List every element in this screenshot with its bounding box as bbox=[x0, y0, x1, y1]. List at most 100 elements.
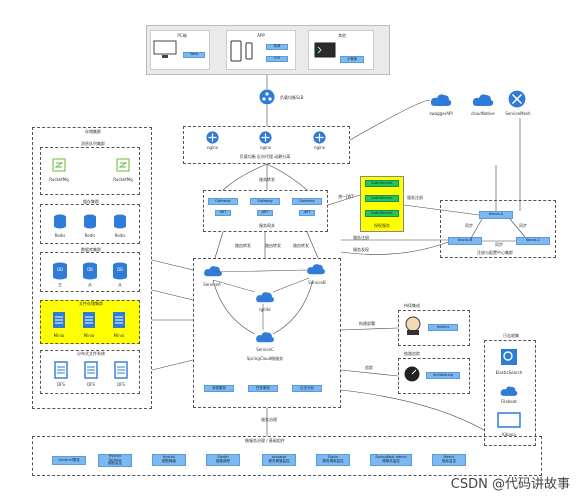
skywalking-button[interactable]: SkyWalking bbox=[426, 372, 460, 379]
external-label: ServiceMesh bbox=[505, 111, 531, 116]
edge-label: 同步 bbox=[495, 242, 503, 247]
bottom-service-button[interactable]: 消息服务 bbox=[204, 385, 234, 392]
service-links bbox=[212, 269, 314, 335]
jwt-node[interactable]: JWT bbox=[215, 210, 231, 216]
nginx-label: nginx bbox=[259, 145, 272, 150]
minio-group-title: 文件存储集群 bbox=[79, 301, 103, 306]
ci-title: 持续集成 bbox=[404, 303, 420, 308]
governance-item[interactable]: Zipkin 服务调用监控 bbox=[316, 454, 350, 466]
governance-item[interactable]: SpringBoot admin 微服务监控 bbox=[370, 454, 412, 466]
governance-bar bbox=[32, 436, 542, 476]
nginx-icon bbox=[259, 131, 272, 144]
governance-item[interactable]: Hystrix Turbine 熔断监控 bbox=[98, 454, 132, 467]
dfs-group-title: 分布式文件系统 bbox=[77, 351, 105, 356]
redis-group bbox=[40, 204, 140, 244]
watermark: CSDN @代码讲故事 bbox=[450, 477, 570, 492]
jwt-node[interactable]: JWT bbox=[257, 210, 273, 216]
microservice-caption: SpringCloud微服务 bbox=[246, 356, 284, 361]
filebeat-icon bbox=[500, 386, 518, 396]
skywalking-icon bbox=[404, 366, 420, 382]
edge-label: 路由转发 bbox=[265, 243, 281, 248]
file-icon bbox=[113, 312, 125, 328]
bottom-service-button[interactable]: 日志分析 bbox=[292, 385, 322, 392]
auth-service-node[interactable]: AuthService bbox=[365, 180, 399, 187]
edge-label: 构建部署 bbox=[359, 321, 375, 326]
other-miniprogram-button[interactable]: 小程序 bbox=[340, 56, 364, 63]
redis-label: Redis bbox=[114, 233, 126, 238]
bottom-service-button[interactable]: 任务服务 bbox=[248, 385, 278, 392]
auth-service-node[interactable]: AuthService bbox=[365, 210, 399, 217]
tracing-title: 链路追踪 bbox=[404, 351, 420, 356]
dfs-label: DFS bbox=[117, 382, 125, 387]
edge-label: 服务发现 bbox=[353, 247, 369, 252]
elk-label: Kibana bbox=[502, 432, 516, 437]
governance-item[interactable]: Sentinel限流 bbox=[52, 456, 86, 465]
tracing-box bbox=[398, 358, 470, 394]
rocketmq-icon bbox=[52, 158, 66, 172]
db-role: 从 bbox=[118, 282, 122, 287]
pc-label: PC端 bbox=[177, 33, 187, 38]
db-label: DB bbox=[57, 267, 63, 272]
cloud-native-icon bbox=[472, 94, 494, 106]
database-icon bbox=[83, 262, 97, 280]
gateway-node[interactable]: Gateway bbox=[208, 198, 238, 205]
edge-label: 服务注册 bbox=[407, 195, 423, 200]
elk-label: Filebeat bbox=[501, 399, 517, 404]
governance-item[interactable]: Hystrix 熔断降级 bbox=[152, 454, 186, 466]
elk-label: ElasticSearch bbox=[495, 370, 523, 375]
auth-service-node[interactable]: AuthService bbox=[365, 195, 399, 202]
service-label: ServiceC bbox=[256, 347, 274, 352]
app-ios-button[interactable]: iOS bbox=[266, 56, 288, 62]
nacos-node[interactable]: Nacos-B bbox=[448, 237, 482, 245]
mq-group-title: 消息队列集群 bbox=[81, 141, 105, 146]
governance-title: 微服务治理 / 基础组件 bbox=[245, 438, 285, 443]
pc-web-button[interactable]: Web bbox=[183, 52, 205, 58]
edge-label: 追踪 bbox=[365, 365, 373, 370]
terminal-icon bbox=[314, 42, 336, 58]
nacos-node[interactable]: Nacos-A bbox=[479, 211, 513, 219]
elk-title: 日志收集 bbox=[503, 333, 519, 338]
service-center-label: Ignite bbox=[259, 307, 271, 312]
database-icon bbox=[113, 262, 127, 280]
file-icon bbox=[53, 312, 65, 328]
microservice-cluster bbox=[193, 258, 341, 408]
phone-icon bbox=[245, 42, 253, 60]
redis-icon bbox=[54, 214, 66, 229]
app-android-button[interactable]: 安卓 bbox=[266, 44, 288, 50]
rocketmq-label: RocketMq bbox=[113, 177, 133, 182]
dfs-icon bbox=[84, 361, 98, 379]
gateway-node[interactable]: Gateway bbox=[250, 198, 280, 205]
slb-icon bbox=[259, 89, 275, 105]
jenkins-button[interactable]: Jenkins bbox=[428, 324, 458, 331]
elasticsearch-icon bbox=[501, 349, 517, 365]
ci-box bbox=[398, 310, 470, 346]
tablet-icon bbox=[230, 40, 242, 62]
governance-item[interactable]: Sleuth 链路追踪 bbox=[206, 454, 240, 466]
auth-caption: 授权服务 bbox=[374, 223, 390, 228]
nginx-icon bbox=[313, 131, 326, 144]
gateway-node[interactable]: Gateway bbox=[292, 198, 322, 205]
other-label: 其他 bbox=[338, 33, 346, 38]
minio-label: Minio bbox=[113, 333, 125, 338]
dfs-icon bbox=[114, 361, 128, 379]
governance-item[interactable]: actuator 服务健康监控 bbox=[262, 454, 296, 466]
edge-label: 路由转发 bbox=[293, 243, 309, 248]
jwt-node[interactable]: JWT bbox=[299, 210, 315, 216]
edge-label: 服务治理 bbox=[261, 417, 277, 422]
governance-item[interactable]: Metric 指标监控 bbox=[432, 454, 466, 466]
nginx-icon bbox=[206, 131, 219, 144]
edge-label: 路由转发 bbox=[235, 243, 251, 248]
nginx-cluster bbox=[183, 126, 350, 164]
monitor-icon bbox=[153, 40, 177, 58]
redis-icon bbox=[114, 214, 126, 229]
db-label: DB bbox=[87, 267, 93, 272]
swagger-cloud-icon bbox=[430, 94, 452, 106]
db-label: DB bbox=[117, 267, 123, 272]
nacos-node[interactable]: Nacos-C bbox=[516, 237, 550, 245]
nacos-caption: 注册与配置中心集群 bbox=[477, 250, 513, 255]
dfs-icon bbox=[54, 361, 68, 379]
storage-cluster bbox=[32, 127, 152, 409]
kibana-icon bbox=[497, 412, 521, 428]
minio-label: Minio bbox=[83, 333, 95, 338]
service-label: ServiceA bbox=[203, 282, 221, 287]
